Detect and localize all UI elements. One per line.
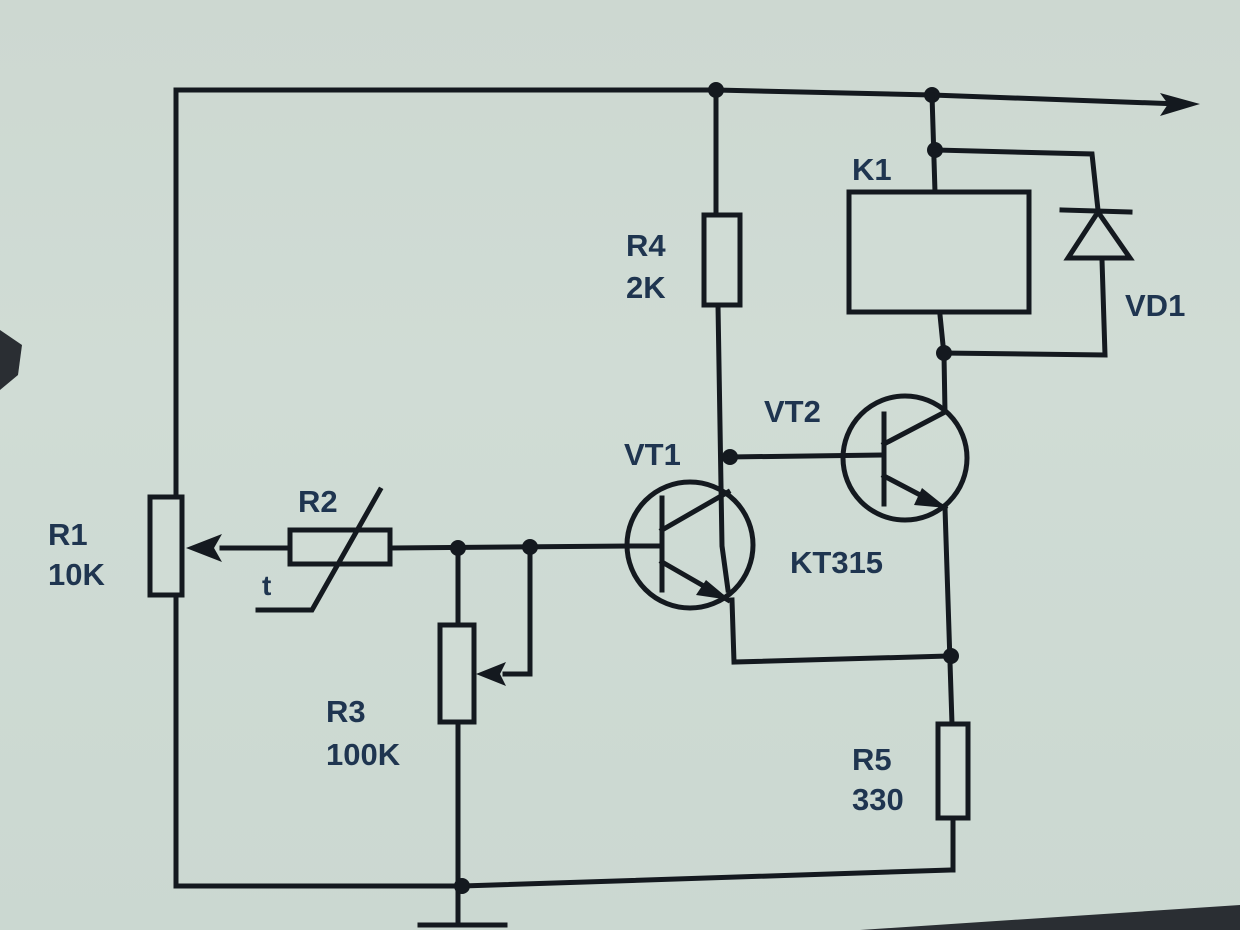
vt2-emitter-arrow-icon [914,488,947,508]
vt2-terminals [880,408,949,512]
r1-label: R1 [48,517,88,552]
output-arrow-icon [1160,93,1200,116]
r2-thermistor-slash [255,486,384,613]
vd1-label: VD1 [1125,288,1185,323]
r3-wiper-arrow-icon [476,662,506,686]
junction [708,82,724,98]
r4-resistor [701,212,743,308]
r3-trimmer [437,622,477,725]
wire-top-rail [173,87,1183,107]
vt2-transistor [840,393,970,523]
wire-vt2-base [727,452,883,460]
wire-vt2-collector [937,312,948,415]
r1-potentiometer [147,494,185,598]
r2-temp-marker: t [262,570,271,601]
r3-label: R3 [326,694,366,729]
wire-vt2-emitter [942,505,956,873]
r2-label: R2 [298,484,338,519]
r3-value: 100K [326,737,401,772]
wire-r3-wiper [502,544,533,677]
junction [943,648,959,664]
wire-vt1-emitter [729,597,953,665]
r4-label: R4 [626,228,666,263]
vt1-emitter-arrow-icon [696,580,730,600]
junction [936,345,952,361]
r1-wiper-arrow-icon [186,534,222,562]
r1-value: 10K [48,557,105,592]
wire-r4 [713,87,731,593]
r4-value: 2K [626,270,666,305]
vd1-diode [1059,207,1135,261]
junction [454,878,470,894]
vt1-label: VT1 [624,437,681,472]
r5-resistor [935,721,971,821]
r5-value: 330 [852,782,904,817]
r5-label: R5 [852,742,892,777]
vt2-label: VT2 [764,394,821,429]
monitor-bezel-bottom [860,905,1240,930]
k1-label: K1 [852,152,892,187]
monitor-bezel-fragment [0,330,22,390]
vt1-terminals [625,488,732,604]
wire-base-vt1 [389,543,631,551]
wire-vd1 [932,147,1108,358]
transistor-type-label: KT315 [790,545,883,580]
k1-relay-coil [846,189,1032,315]
wire-bottom-rail [173,87,955,889]
